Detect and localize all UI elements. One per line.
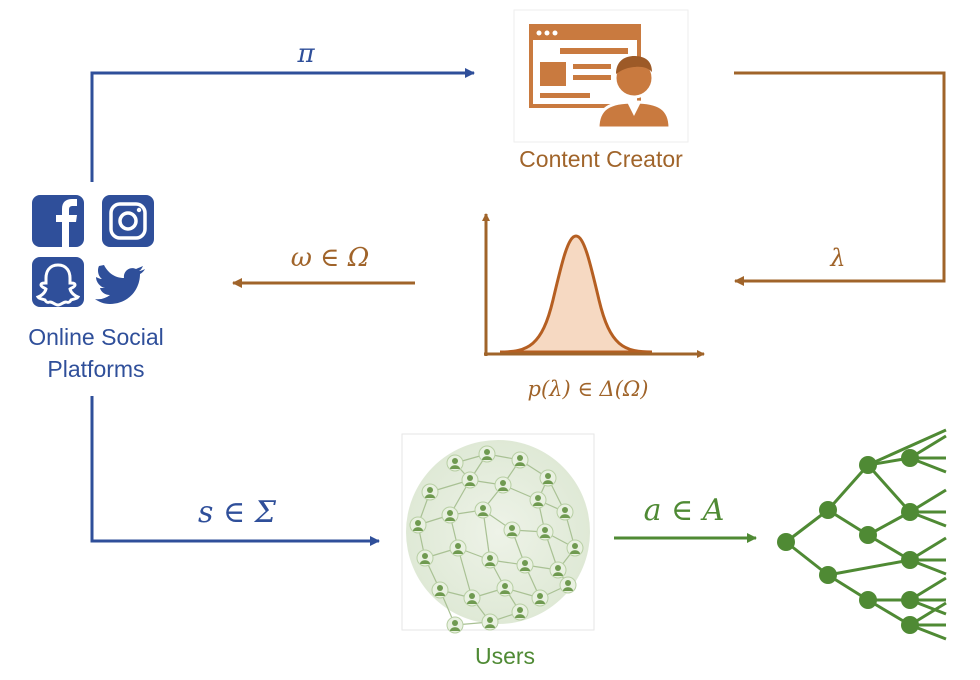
user-node bbox=[449, 539, 467, 557]
twitter-icon bbox=[95, 265, 145, 304]
action-tree bbox=[777, 428, 947, 641]
user-node bbox=[461, 471, 479, 489]
distribution-curve bbox=[499, 234, 653, 354]
arrow-lambda bbox=[734, 71, 946, 286]
user-node bbox=[549, 561, 567, 579]
user-node bbox=[536, 523, 554, 541]
user-node bbox=[463, 589, 481, 607]
user-node bbox=[431, 581, 449, 599]
label-lambda: λ bbox=[829, 244, 845, 272]
user-node bbox=[481, 551, 499, 569]
tree-node bbox=[901, 616, 919, 634]
user-node bbox=[421, 483, 439, 501]
tree-node bbox=[901, 503, 919, 521]
creator-label: Content Creator bbox=[519, 146, 683, 172]
instagram-icon bbox=[102, 195, 154, 247]
user-node bbox=[474, 501, 492, 519]
arrow-signal bbox=[90, 396, 380, 546]
label-pi: π bbox=[296, 39, 315, 69]
content-creator-icon bbox=[513, 9, 689, 143]
tree-node bbox=[901, 551, 919, 569]
user-node bbox=[441, 506, 459, 524]
user-node bbox=[539, 469, 557, 487]
tree-node bbox=[859, 456, 877, 474]
tree-node bbox=[819, 501, 837, 519]
tree-node bbox=[859, 526, 877, 544]
label-omega: ω ∈ Ω bbox=[291, 243, 370, 273]
tree-node bbox=[859, 591, 877, 609]
user-node bbox=[446, 616, 464, 634]
label-action: a ∈ A bbox=[644, 493, 725, 528]
facebook-icon bbox=[32, 195, 84, 247]
tree-node bbox=[901, 449, 919, 467]
snapchat-icon bbox=[32, 257, 84, 307]
user-node bbox=[481, 613, 499, 631]
user-node bbox=[559, 576, 577, 594]
users-label: Users bbox=[475, 643, 535, 669]
user-node bbox=[494, 476, 512, 494]
tree-node bbox=[777, 533, 795, 551]
user-node bbox=[478, 445, 496, 463]
platforms-label-line1: Online Social bbox=[28, 324, 164, 350]
user-node bbox=[446, 454, 464, 472]
distribution-plot bbox=[482, 213, 705, 358]
user-node bbox=[556, 503, 574, 521]
platforms-label-line2: Platforms bbox=[47, 356, 144, 382]
arrow-pi bbox=[90, 68, 475, 182]
user-node bbox=[416, 549, 434, 567]
user-node bbox=[496, 579, 514, 597]
user-node bbox=[409, 516, 427, 534]
user-node bbox=[531, 589, 549, 607]
tree-node bbox=[819, 566, 837, 584]
user-node bbox=[516, 556, 534, 574]
user-node bbox=[511, 603, 529, 621]
user-node bbox=[566, 539, 584, 557]
user-node bbox=[503, 521, 521, 539]
users-network-icon bbox=[401, 433, 595, 634]
user-node bbox=[529, 491, 547, 509]
distribution-caption: p(λ) ∈ Δ(Ω) bbox=[528, 377, 649, 401]
tree-node bbox=[901, 591, 919, 609]
platform-icons bbox=[32, 195, 154, 307]
label-signal: s ∈ Σ bbox=[198, 495, 277, 530]
user-node bbox=[511, 451, 529, 469]
